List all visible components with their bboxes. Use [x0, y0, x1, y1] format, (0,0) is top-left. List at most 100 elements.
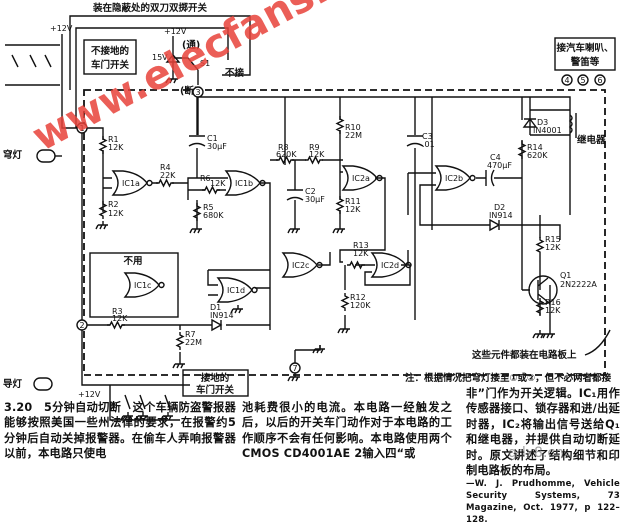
svg-text:R4: R4 — [160, 163, 171, 172]
svg-text:30μF: 30μF — [207, 142, 227, 151]
horn-label-1: 接汽车喇叭、 — [556, 42, 613, 54]
svg-text:120K: 120K — [350, 301, 371, 310]
plus12v-zener: +12V — [164, 27, 187, 36]
svg-text:620K: 620K — [527, 151, 548, 160]
svg-text:12K: 12K — [345, 205, 361, 214]
unused-label: 不用 — [123, 256, 142, 267]
svg-text:22K: 22K — [160, 171, 176, 180]
svg-text:2: 2 — [79, 321, 84, 330]
svg-text:2N2222A: 2N2222A — [560, 280, 597, 289]
svg-text:1: 1 — [79, 124, 84, 133]
svg-text:IN4001: IN4001 — [533, 126, 562, 135]
svg-text:D3: D3 — [537, 118, 548, 127]
svg-text:IN914: IN914 — [489, 211, 513, 220]
svg-text:6: 6 — [597, 76, 602, 85]
ungrounded-door-switch-box — [83, 39, 137, 75]
svg-text:R10: R10 — [345, 123, 361, 132]
horn-box — [554, 37, 616, 71]
svg-text:12K: 12K — [545, 243, 561, 252]
svg-text:C1: C1 — [207, 134, 218, 143]
terminal-3: 3 — [192, 86, 204, 98]
circuit-board-border — [83, 89, 606, 376]
relay-coil — [568, 113, 577, 138]
svg-text:.01: .01 — [422, 140, 435, 149]
svg-text:R9: R9 — [309, 143, 320, 152]
terminal-1: 1 — [76, 122, 88, 134]
gate-ic2b: IC2b — [435, 165, 476, 191]
circuit-diagram: 装在隐蔽处的双刀双掷开关 +12V 不接地的 车门开关 +12V 15V (通)… — [3, 2, 616, 421]
dome-light-bottom-icon — [33, 377, 53, 391]
board-note: 这些元件都装在电路板上 — [472, 349, 577, 361]
transistor-q1 — [528, 275, 558, 305]
capacitors — [188, 135, 495, 201]
not-connected-label: 不接 — [225, 67, 245, 79]
grounded-label-1: 接地的 — [201, 372, 230, 384]
svg-text:12K: 12K — [353, 249, 369, 258]
on-label: (通) — [182, 40, 200, 51]
grounded-label-2: 车门开关 — [196, 384, 235, 396]
footnote: 注：根据情况把穹灯接至①或②，但不必两者都接 — [405, 372, 612, 384]
svg-text:620K: 620K — [276, 150, 297, 159]
zener-s1 — [165, 36, 199, 85]
plus12v-bottom: +12V — [78, 390, 101, 399]
ungrounded-label-2: 车门开关 — [91, 59, 130, 71]
dome-light-top-label: 穹灯 — [3, 149, 23, 161]
svg-text:D2: D2 — [494, 203, 505, 212]
gate-ic1b: IC1b — [225, 170, 266, 196]
svg-text:IC2c: IC2c — [292, 261, 309, 270]
gate-ic1c: IC1c — [124, 272, 165, 298]
svg-text:12K: 12K — [210, 179, 226, 188]
svg-text:IC2b: IC2b — [445, 174, 463, 183]
text-column-1: 3.20 5分钟自动切断 这个车辆防盗警报器能够按照美国一些州法律的要求，在报警… — [4, 401, 236, 461]
terminal-4: 4 — [561, 74, 573, 86]
svg-text:D1: D1 — [210, 303, 221, 312]
svg-text:C3: C3 — [422, 132, 433, 141]
unused-box — [89, 252, 179, 318]
svg-text:12K: 12K — [108, 209, 124, 218]
grounded-door-switch-box — [182, 369, 249, 397]
plus12v-left: +12V — [50, 24, 73, 33]
svg-text:Q1: Q1 — [560, 271, 571, 280]
svg-text:12K: 12K — [112, 314, 128, 323]
terminal-6: 6 — [594, 74, 606, 86]
svg-text:R12: R12 — [350, 293, 366, 302]
gate-ic1d: IC1d — [217, 277, 258, 303]
svg-text:R6: R6 — [200, 174, 211, 183]
terminal-2: 2 — [76, 319, 88, 331]
svg-text:3: 3 — [195, 88, 200, 97]
note-arrow — [584, 329, 611, 356]
ungrounded-label-1: 不接地的 — [91, 45, 130, 57]
svg-text:R14: R14 — [527, 143, 543, 152]
watermark-gdx8: gdx8.cn — [508, 445, 564, 461]
external-wiring — [61, 85, 321, 386]
svg-text:R11: R11 — [345, 197, 361, 206]
svg-text:22M: 22M — [185, 338, 202, 347]
svg-text:IC1d: IC1d — [227, 286, 245, 295]
svg-text:IC1a: IC1a — [122, 179, 140, 188]
svg-text:R2: R2 — [108, 200, 119, 209]
svg-text:R15: R15 — [545, 235, 561, 244]
terminal-5: 5 — [577, 74, 589, 86]
door-switches-left — [5, 34, 63, 86]
svg-text:4: 4 — [564, 76, 569, 85]
horn-label-2: 警笛等 — [571, 56, 600, 68]
svg-text:R7: R7 — [185, 330, 196, 339]
gate-ic2a: IC2a — [342, 165, 383, 191]
switch-wiring — [69, 15, 251, 128]
terminal-7: 7 — [289, 362, 301, 374]
svg-text:30μF: 30μF — [305, 195, 325, 204]
svg-text:R13: R13 — [353, 241, 369, 250]
svg-text:R8: R8 — [278, 143, 289, 152]
svg-text:470μF: 470μF — [487, 161, 512, 170]
circuit-wiring — [82, 96, 571, 360]
svg-text:IN914: IN914 — [210, 311, 234, 320]
svg-text:680K: 680K — [203, 211, 224, 220]
zener-label: 15V — [152, 53, 168, 62]
svg-text:5: 5 — [580, 76, 585, 85]
diodes — [211, 117, 538, 332]
svg-text:IC1b: IC1b — [235, 179, 253, 188]
svg-text:R1: R1 — [108, 135, 119, 144]
svg-text:12K: 12K — [309, 150, 325, 159]
svg-text:IC1c: IC1c — [134, 281, 151, 290]
